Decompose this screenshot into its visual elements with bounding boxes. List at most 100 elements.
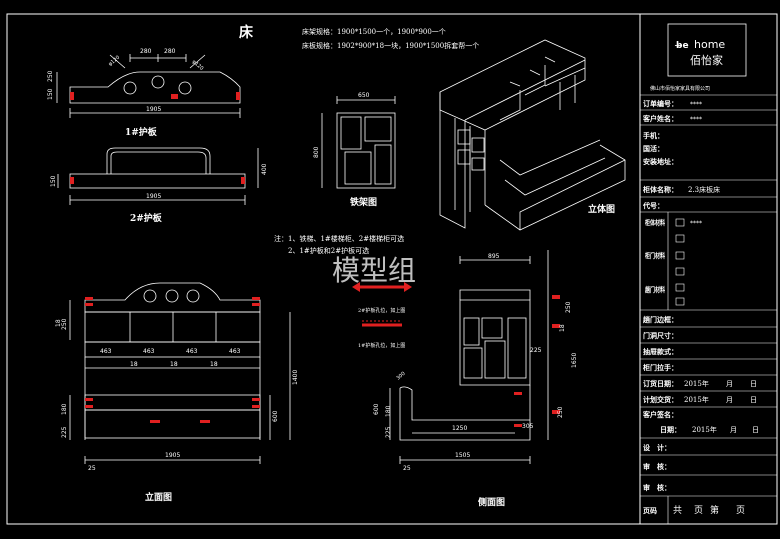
note-line-2: 2、1#护板和2#护板可选 [288,246,369,255]
check-label: 审 核： [643,462,671,471]
isometric-view [439,39,626,231]
guard1-view [56,54,241,118]
sign-label: 客户签名： [642,410,678,419]
dim-f-225: 225 [61,426,68,438]
sign-date-year: 2015年 [692,425,717,434]
guard2-view [57,147,259,205]
dim-s-18: 18 [559,324,566,332]
guard2-hole-right [241,177,245,184]
dim-g1-h2: 250 [47,70,54,82]
dim-g1-width: 1905 [146,106,161,113]
design-label: 设 计： [643,443,671,452]
guard2-hole-left [70,177,74,184]
page-ye: 页 [694,505,703,516]
dim-iron-height: 800 [313,146,320,158]
row-code-label: 代号： [642,201,664,210]
extra-drawer: 抽屉款式： [643,347,678,356]
date-order-label: 订货日期： [643,379,678,388]
row-address-label: 安装地址： [643,157,678,166]
dim-f-18a: 18 [130,361,138,368]
date-order-m: 月 [726,380,733,388]
row-order-value: **** [690,101,702,108]
label-side: 侧面图 [478,496,505,508]
guard1-hole-mid [171,94,178,99]
logo-box [667,23,747,77]
page-gong: 共 [673,505,682,516]
mat-body-label: 柜体材料 [644,218,665,227]
date-deliver-m: 月 [726,396,733,404]
dim-g2-h: 150 [50,175,57,187]
mat-door-check-2[interactable] [675,267,685,276]
front-red-marks [85,297,260,423]
mat-body-check-2[interactable] [675,234,685,243]
watermark: 模型组 [332,254,416,287]
mat-slide-check-2[interactable] [675,297,685,306]
legend1-arrow-r [404,282,412,292]
logo-text: home [694,38,725,51]
dim-f-600: 600 [272,410,279,422]
guard1-hole-left [70,92,74,100]
page-ye2: 页 [736,505,745,516]
date-order-d: 日 [750,380,757,388]
row-cabinet-value: 2.3床板床 [688,185,720,194]
spec-line-2: 床板规格：1902*900*18一块，1900*1500拆套帮一个 [302,41,479,50]
dim-s-1250: 1250 [452,425,467,432]
dim-s-225: 225 [385,426,392,438]
extra-handle: 柜门拉手： [642,363,678,372]
dim-f-1905: 1905 [165,452,180,459]
dim-s-1505: 1505 [455,452,470,459]
side-view [389,250,549,464]
dim-s-225b: 225 [530,347,542,354]
spec-line-1: 床架规格：1900*1500一个，1900*900一个 [302,27,446,36]
logo-cn: 佰怡家 [690,53,723,67]
dim-f-18b: 18 [170,361,178,368]
outer-border [6,13,778,525]
dim-f-463b: 463 [143,348,155,355]
date-deliver-year: 2015年 [684,395,709,404]
row-cabinet-label: 柜体名称： [642,185,678,194]
legend2-text: 1#护板孔位，如上图 [358,342,405,349]
label-front: 立面图 [145,491,172,503]
dim-g1-280b: 280 [164,48,176,55]
dim-iron-width: 650 [358,92,370,99]
row-phone-label: 手机： [643,131,664,140]
extra-frame: 趟门边框： [643,315,678,324]
guard1-hole-right [236,92,240,100]
front-view [69,282,291,464]
audit-label: 审 核： [643,483,671,492]
mat-door-label: 柜门材料 [644,251,665,260]
date-deliver-label: 计划交货： [643,395,678,404]
logo-badge: b̶e [674,41,688,51]
dim-f-18c: 18 [210,361,218,368]
drawing-title: 床 [239,24,254,41]
dim-s-250b: 250 [557,406,564,418]
iron-frame-view [321,96,396,189]
dim-g1-r1: φ120 [107,55,121,68]
dim-f-463d: 463 [229,348,241,355]
titleblock: b̶e home 佰怡家 佛山市佰怡家家具有限公司 订单编号： *** [640,23,777,524]
mat-body-check-1[interactable] [675,218,685,227]
label-iso: 立体图 [588,203,615,215]
note-line-1: 注：1、铁梯、1#楼梯柜、2#楼梯柜可选 [274,234,404,243]
dim-g2-400: 400 [261,163,268,175]
date-order-year: 2015年 [684,379,709,388]
sign-date-label: 日期： [660,425,681,434]
legend1-arrow-l [352,282,360,292]
mat-slide-check-1[interactable] [675,283,685,292]
dim-s-180: 180 [385,405,392,417]
mat-door-check-1[interactable] [675,251,685,260]
dim-s-250: 250 [565,301,572,313]
page-di: 第 [710,504,719,516]
dim-f-250: 250 [61,318,68,330]
dim-s-305: 305 [522,423,534,430]
dim-f-1400: 1400 [292,370,299,385]
date-deliver-d: 日 [750,396,757,404]
dim-f-18d: 18 [55,319,62,327]
dim-s-300: 300 [395,371,406,382]
mat-slide-label: 趟门材料 [645,285,665,294]
dim-f-463c: 463 [186,348,198,355]
page-label: 页码 [643,506,657,515]
row-client-label: 客户姓名： [642,114,678,123]
dim-f-463a: 463 [100,348,112,355]
